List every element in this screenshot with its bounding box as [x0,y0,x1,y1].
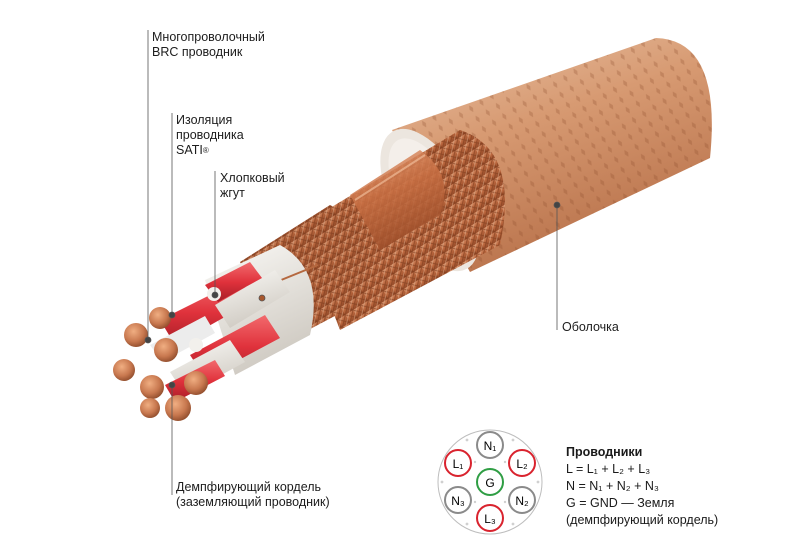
svg-text:L₃: L₃ [484,512,496,526]
label-cotton-line2: жгут [220,186,245,200]
legend-title: Проводники [566,445,643,459]
conductor-ground: G [476,468,504,496]
label-jacket-text: Оболочка [562,320,619,334]
label-insulation: Изоляция проводника SATI® [176,113,244,158]
label-damper-line1: Демпфирующий кордель [176,480,322,494]
conductor-l2: L₂ [508,449,536,477]
svg-text:L₁: L₁ [453,457,464,471]
label-damper-line2: (заземляющий проводник) [176,495,330,509]
svg-text:G: G [485,476,494,490]
label-brc-wire: Многопроволочный BRC проводник [152,30,265,60]
label-insulation-line1: Изоляция [176,113,233,127]
legend-row-damper: (демпфирующий кордель) [566,513,719,527]
legend-row-g: G = GND — Земля [566,496,675,510]
registered-mark: ® [202,146,209,155]
conductor-l3: L₃ [476,504,504,532]
conductor-n2: N₂ [508,486,536,514]
label-insulation-brand: SATI [176,143,203,157]
label-damper-cord: Демпфирующий кордель (заземляющий провод… [176,480,330,510]
svg-text:L₂: L₂ [516,457,528,471]
label-cotton-line1: Хлопковый [220,171,285,185]
svg-text:N₁: N₁ [484,439,497,453]
label-brc-wire-line2: BRC проводник [152,45,243,59]
label-insulation-line2: проводника [176,128,244,142]
label-insulation-line3: SATI® [176,143,244,158]
label-brc-wire-line1: Многопроволочный [152,30,265,44]
label-jacket: Оболочка [562,320,619,335]
svg-text:N₃: N₃ [451,494,465,508]
conductors-legend: Проводники L = L₁ + L₂ + L₃ N = N₁ + N₂ … [566,444,718,529]
conductor-l1: L₁ [444,449,472,477]
conductor-n3: N₃ [444,486,472,514]
legend-row-n: N = N₁ + N₂ + N₃ [566,479,660,493]
leader-lines [144,30,561,495]
conductors-bundle [150,262,290,402]
conductor-n1: N₁ [476,431,504,459]
legend-row-l: L = L₁ + L₂ + L₃ [566,462,651,476]
copper-strands [113,287,221,421]
cross-section: N₁ L₂ N₂ L₃ N₃ L₁ G [437,429,543,535]
svg-text:N₂: N₂ [515,494,529,508]
label-cotton-harness: Хлопковый жгут [220,171,285,201]
